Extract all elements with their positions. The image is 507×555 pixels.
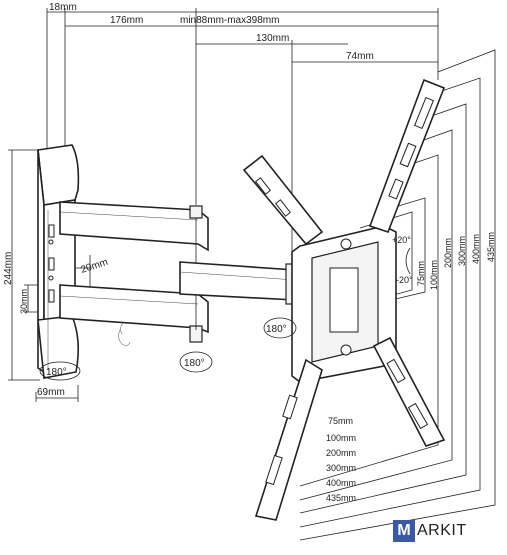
wall-plate: [37, 144, 80, 379]
tilt-down-label: -20°: [396, 275, 413, 285]
v-400mm: 400mm: [471, 234, 481, 264]
brand-logo: M ARKIT: [393, 519, 467, 543]
rotation-wall-label: 180°: [46, 367, 67, 378]
dim-20mm: 20mm: [80, 257, 110, 276]
h-200mm: 200mm: [326, 448, 356, 458]
tilt-indicator: +20° -20°: [392, 235, 413, 285]
h-100mm: 100mm: [326, 433, 356, 443]
rotation-arm-icon: 180°: [179, 351, 213, 373]
dim-69mm: 69mm: [37, 387, 65, 398]
v-200mm: 200mm: [443, 238, 453, 268]
rotation-head-icon: 180°: [263, 317, 297, 339]
dim-18mm: 18mm: [49, 2, 77, 13]
h-400mm: 400mm: [326, 478, 356, 488]
arm-first: [59, 201, 209, 346]
v-300mm: 300mm: [457, 236, 467, 266]
rotation-wall-icon: 180°: [39, 361, 81, 381]
rotation-arm-label: 180°: [184, 358, 205, 369]
tilt-up-label: +20°: [392, 235, 411, 245]
dim-30mm: 30mm: [19, 289, 29, 314]
rotation-head-label: 180°: [266, 324, 287, 335]
brand-logo-mark: M: [393, 520, 415, 542]
dim-74mm: 74mm: [346, 51, 374, 62]
tv-plate: [242, 78, 446, 521]
dim-176mm: 176mm: [110, 15, 143, 26]
top-dimensions: 18mm 176mm min88mm-max398mm 130mm 74mm: [46, 2, 439, 270]
vertical-vesa-labels: 75mm 100mm 200mm 300mm 400mm 435mm: [416, 232, 496, 290]
brand-logo-text: ARKIT: [417, 522, 467, 539]
v-100mm: 100mm: [429, 260, 439, 290]
h-75mm: 75mm: [328, 416, 353, 426]
h-300mm: 300mm: [326, 463, 356, 473]
dim-244mm: 244mm: [3, 252, 14, 285]
horizontal-vesa-labels: 75mm 100mm 200mm 300mm 400mm 435mm: [326, 416, 356, 503]
dim-130mm: 130mm: [256, 33, 289, 44]
v-435mm: 435mm: [486, 232, 496, 262]
dim-min-max: min88mm-max398mm: [180, 15, 279, 26]
v-75mm: 75mm: [416, 261, 426, 286]
h-435mm: 435mm: [326, 493, 356, 503]
